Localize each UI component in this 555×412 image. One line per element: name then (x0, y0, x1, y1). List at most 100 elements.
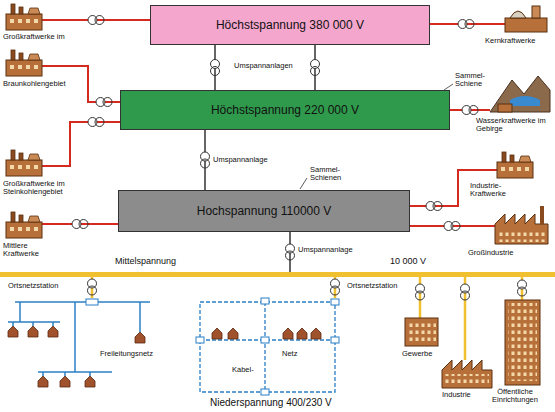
text-label: Industrie-Kraftwerke (470, 182, 526, 199)
transformer-symbol (416, 284, 425, 300)
voltage-bus-line: Mittelspannung10 000 V (0, 272, 555, 277)
text-label: Wasserkraftwerke im Gebirge (476, 117, 552, 134)
power-plant-icon (497, 152, 533, 178)
voltage-band: Hochspannung 110000 V (118, 190, 410, 232)
station-box (86, 299, 98, 305)
overhead-network (19, 302, 21, 322)
power-plant-icon (6, 50, 42, 76)
bus-connector (311, 45, 320, 90)
text-label: Ortsnetzstation (347, 282, 397, 290)
overhead-network (32, 322, 34, 326)
text-label: Mittlere Kraftwerke (3, 242, 53, 259)
feeder-line (419, 277, 422, 318)
text-label: Umspannanlage (213, 156, 268, 164)
industry-building (442, 360, 492, 388)
public-building (505, 300, 540, 385)
industry-icon (495, 206, 548, 244)
house-icon (311, 328, 321, 339)
transformer-symbol (88, 279, 527, 300)
public-building (505, 300, 540, 385)
text-label: Ortsnetzstation (8, 282, 58, 290)
overhead-network (12, 322, 14, 326)
text-label: Großkraftwerke im Steinkohlengebiet (3, 180, 81, 197)
cable-junction (261, 337, 269, 343)
house-icon (283, 328, 293, 339)
text-label: Freileitungsnetz (100, 350, 153, 358)
cable-junction (196, 298, 339, 395)
house-icon (228, 328, 238, 339)
overhead-network (8, 302, 150, 376)
transformer-symbol (311, 67, 320, 76)
transformer-symbol (444, 222, 460, 231)
overhead-network (74, 302, 76, 372)
nuclear-plant-icon (505, 6, 547, 32)
transformer-symbol (331, 279, 340, 295)
text-label: Großkraftwerke im (3, 33, 65, 41)
text-label: Großindustrie (468, 249, 513, 257)
power-line (42, 122, 120, 166)
band-label: Höchstspannung 380 000 V (216, 18, 364, 32)
hydro-plant-icon (490, 76, 550, 112)
nuclear-plant-icon (510, 11, 526, 18)
industry-building (445, 374, 489, 386)
transformer-symbol (201, 159, 210, 168)
text-label: Sammel-Schienen (310, 166, 355, 183)
text-label: Öffentliche Einrichtungen (481, 388, 549, 405)
transformer-symbol (461, 284, 470, 300)
overhead-network (42, 372, 44, 376)
feeder-line (92, 277, 522, 360)
transformer-symbol (88, 118, 104, 127)
band-label: Höchstspannung 220 000 V (211, 103, 359, 117)
transformer-symbol (96, 98, 112, 107)
transformer-symbol (462, 106, 478, 115)
text-label: Kernkraftwerke (485, 37, 535, 45)
commerce-building (407, 321, 436, 343)
text-label: Kabel- (232, 366, 254, 374)
house-icon (212, 328, 321, 339)
text-label: Niederspannung 400/230 V (210, 397, 332, 408)
industry-icon (540, 206, 544, 224)
cable-network (200, 302, 335, 392)
hydro-plant-icon (510, 96, 540, 106)
band-label: Hochspannung 110000 V (197, 204, 332, 218)
text-label: Umspannanlage (298, 246, 353, 254)
nuclear-plant-icon (505, 18, 547, 32)
commerce-building (405, 318, 438, 346)
power-plant-icon (6, 4, 533, 238)
transformer-symbol (518, 280, 527, 296)
voltage-band: Höchstspannung 220 000 V (120, 90, 450, 130)
house-icon (297, 328, 307, 339)
house-icon (8, 326, 18, 337)
house-icon (38, 376, 48, 387)
transformer-symbol (286, 251, 295, 260)
house-icon (60, 376, 70, 387)
house-icon (135, 332, 145, 343)
text-label: Braunkohlengebiet (3, 80, 66, 88)
cable-junction (196, 337, 204, 343)
hydro-plant-icon (490, 76, 550, 112)
public-building (508, 303, 537, 381)
cable-junction (261, 298, 269, 304)
transformer-symbol (458, 20, 474, 29)
text-label: Netz (282, 350, 297, 358)
transformer-symbol (88, 16, 104, 25)
cable-junction (331, 299, 339, 305)
overhead-network (8, 321, 60, 323)
overhead-network (64, 372, 66, 376)
house-icon (28, 326, 38, 337)
cable-junction (261, 389, 269, 395)
hydro-plant-icon (498, 104, 512, 112)
transformer-symbol (72, 220, 88, 229)
text-label: Umspannanlagen (234, 62, 293, 70)
industry-icon (498, 230, 546, 242)
cable-network (200, 302, 335, 392)
bus-connector (201, 130, 210, 190)
power-plant-icon (6, 212, 42, 238)
cable-network (264, 302, 265, 392)
bus-connector (211, 45, 220, 90)
nuclear-plant-icon (532, 6, 540, 18)
house-icon (85, 376, 95, 387)
transformer-symbol (426, 202, 442, 211)
text-label: Sammel-Schiene (455, 72, 495, 89)
